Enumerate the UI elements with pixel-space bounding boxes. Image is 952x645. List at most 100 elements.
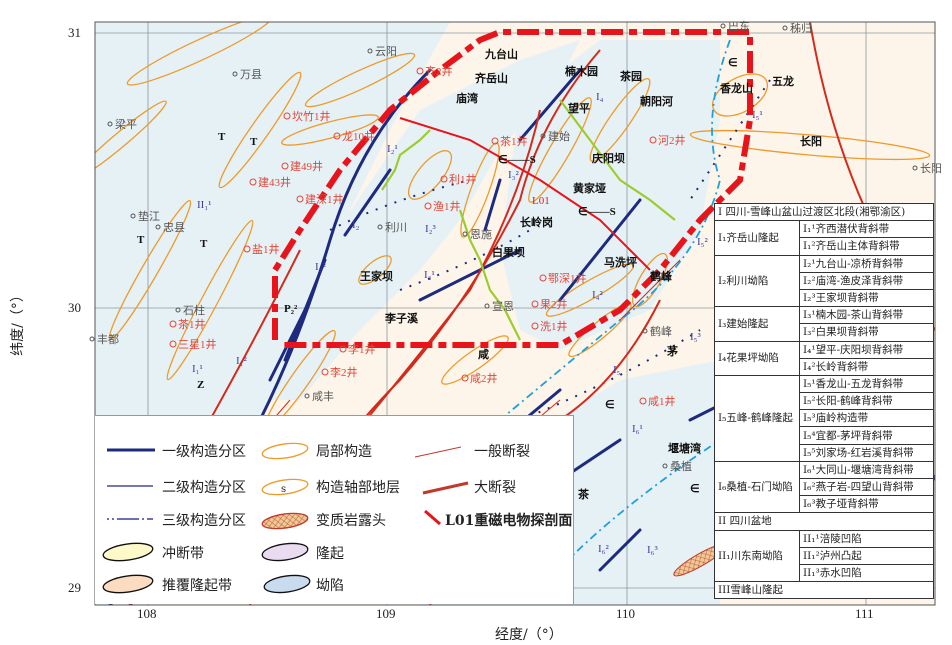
- nappe-uplift-symbol: [102, 574, 154, 594]
- unit-group: I₁齐岳山隆起: [714, 220, 800, 256]
- place-label: 巴东: [728, 20, 750, 33]
- legend-label: 冲断带: [162, 546, 204, 562]
- unit-item: I₅³庙岭构造带: [799, 409, 934, 428]
- city-marker: [912, 165, 918, 171]
- place-label: 桑植: [670, 459, 692, 473]
- city-marker: [175, 307, 181, 313]
- stratum-label: ∈: [690, 483, 700, 495]
- table-section-title: I 四川-雪峰山盆山过渡区北段(湘鄂渝区): [714, 202, 934, 222]
- unit-item: I₂²庙湾-渔皮泽背斜带: [799, 271, 934, 290]
- stratum-label: T: [200, 238, 208, 250]
- tectonic-unit-label: I₂²: [315, 261, 326, 273]
- legend-label: 三级构造分区: [162, 513, 246, 529]
- structure-name: 庙湾: [456, 91, 478, 105]
- city-marker: [107, 121, 113, 127]
- unit-item: I₄²长岭背斜带: [799, 357, 934, 376]
- structure-name: 黄家垭: [573, 181, 606, 195]
- well-marker: [639, 397, 647, 405]
- well-marker: [296, 195, 304, 203]
- unit-item: I₆³教子垭背斜带: [799, 495, 934, 514]
- axial-strata-s: s: [281, 484, 286, 495]
- city-marker: [304, 393, 310, 399]
- tectonic-unit-label: I₁²: [236, 355, 247, 367]
- well-label: 建43井: [258, 175, 291, 189]
- unit-item: I₂¹九台山-凉桥背斜带: [799, 254, 934, 273]
- structure-name: 楠木园: [565, 64, 598, 78]
- unit-group: I₂利川坳陷: [714, 254, 800, 308]
- stratum-label: ∈——S: [578, 206, 616, 218]
- uplift-symbol: [261, 542, 309, 562]
- profile-l01: [399, 117, 651, 271]
- well-label: 建49井: [290, 159, 323, 173]
- well-marker: [649, 136, 657, 144]
- tectonic-unit-label: I₅: [613, 364, 621, 376]
- structure-name: 咸: [478, 347, 489, 361]
- structure-name: 李子溪: [384, 311, 419, 325]
- tectonic-unit-label: I₄²: [592, 289, 603, 301]
- place-label: 恩施: [470, 228, 492, 241]
- stratum-label: T: [218, 131, 226, 143]
- y-axis-label: 纬度/（°）: [10, 288, 26, 356]
- well-label: 三星1井: [178, 337, 217, 351]
- structure-name: 庆阳坝: [591, 151, 625, 165]
- unit-group: I₆桑植-石门坳陷: [714, 460, 800, 514]
- unit-item: I₁¹齐西潜伏背斜带: [799, 220, 934, 239]
- structure-name: 朝阳河: [640, 94, 673, 108]
- stratum-label: Z: [197, 379, 204, 391]
- legend-label: 一级构造分区: [162, 444, 246, 460]
- table-row: I₄²长岭背斜带: [715, 357, 934, 376]
- unit-item: I₅⁵刘家场-红岩溪背斜带: [799, 443, 934, 462]
- legend-label: 局部构造: [316, 444, 372, 460]
- place-label: 利川: [385, 221, 407, 234]
- city-marker: [130, 213, 136, 219]
- structure-name: 五龙: [772, 74, 794, 88]
- place-label: 万县: [240, 68, 262, 81]
- well-label: 咸1井: [648, 394, 676, 408]
- well-marker: [531, 322, 539, 330]
- city-marker: [642, 328, 648, 334]
- table-row: I 四川-雪峰山盆山过渡区北段(湘鄂渝区): [714, 202, 934, 222]
- thrust-belt-symbol: [102, 542, 154, 562]
- x-axis-label: 经度/（°）: [495, 627, 563, 643]
- lon-tick: 110: [616, 606, 636, 621]
- tectonic-unit-label: I₂³: [425, 223, 436, 235]
- local-structure-symbol: [261, 442, 309, 460]
- well-label: 果2井: [540, 297, 568, 311]
- well-label: 咸2井: [470, 371, 498, 385]
- unit-item: II₁³赤水凹陷: [799, 563, 934, 583]
- structure-name: 鹤峰: [650, 269, 673, 283]
- place-label: 鹤峰: [650, 324, 672, 338]
- place-label: 秭归: [790, 21, 812, 35]
- legend-label: 隆起: [316, 546, 344, 562]
- structure-name: 望平: [568, 101, 590, 115]
- lon-tick: 111: [855, 606, 874, 621]
- third-order-boundaries: [329, 79, 771, 421]
- unit-item: II₁¹涪陵凹陷: [799, 529, 934, 548]
- well-marker: [339, 345, 347, 353]
- profile-green: [381, 99, 676, 341]
- well-marker: [243, 245, 251, 253]
- city-marker: [782, 25, 788, 31]
- city-marker: [720, 23, 726, 29]
- structure-name: 长阳: [800, 134, 822, 148]
- structure-name: 白果坝: [492, 245, 525, 259]
- tectonic-unit-label: I₂¹: [387, 143, 398, 155]
- lon-tick: 108: [137, 606, 157, 621]
- tectonic-unit-label: I₅³: [690, 331, 701, 343]
- well-label: 洗1井: [540, 319, 568, 333]
- well-label: 建深1井: [305, 192, 344, 206]
- unit-item: I₄¹望平-庆阳坝背斜带: [799, 340, 934, 359]
- unit-item: I₃¹楠木园-茶山背斜带: [799, 306, 934, 325]
- tectonic-unit-label: I₆²: [598, 543, 609, 555]
- structure-name: 香龙山: [719, 81, 753, 95]
- place-label: 宣恩: [492, 299, 514, 313]
- general-fault-symbol: [414, 446, 462, 458]
- well-marker: [321, 368, 329, 376]
- city-marker: [155, 224, 161, 230]
- city-marker: [89, 336, 95, 342]
- well-label: 盐1井: [252, 242, 280, 256]
- place-label: 咸丰: [312, 390, 334, 403]
